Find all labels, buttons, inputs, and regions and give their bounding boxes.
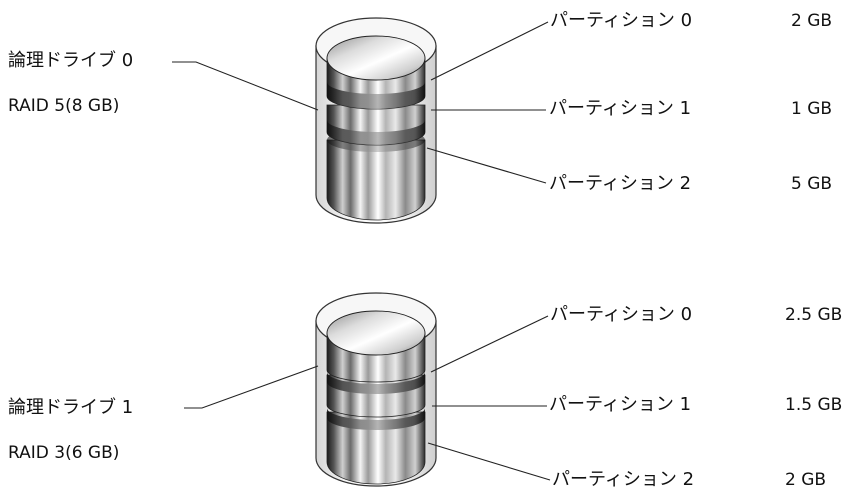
drive-1-partition-1-size: 1.5 GB [785, 395, 842, 415]
drive-1-name-leader [184, 365, 319, 409]
drive-1-partition-2-label: パーティション 2 [552, 469, 694, 490]
drive-0-partition-0-leader [430, 21, 549, 81]
drive-0-partition-2-leader [426, 147, 547, 184]
drive-1-partition-0-size: 2.5 GB [785, 305, 842, 325]
drive-1-partition-0-leader [430, 315, 549, 373]
drive-1-partition-2-leader [427, 442, 551, 481]
drive-0-name-leader [172, 61, 319, 111]
drive-0-partition-1-label: パーティション 1 [549, 98, 691, 119]
logical-drive-1: 論理ドライブ 1 RAID 3(6 GB) パーティション 0 2.5 GB パ… [8, 292, 842, 490]
drive-0-partition-2-size: 5 GB [791, 174, 832, 194]
drive-0-partition-0-platter [326, 35, 426, 110]
drive-0-partition-2-label: パーティション 2 [549, 173, 691, 194]
drive-0-partition-0-label: パーティション 0 [550, 10, 692, 31]
drive-1-partition-2-platter [326, 408, 426, 485]
drive-1-raid-label: RAID 3(6 GB) [8, 443, 119, 463]
drive-0-partition-1-platter [326, 104, 426, 146]
drive-0-name: 論理ドライブ 0 [8, 49, 133, 71]
drive-0-raid-label: RAID 5(8 GB) [8, 96, 119, 116]
drive-1-name: 論理ドライブ 1 [8, 396, 133, 418]
drive-1-partition-1-platter [326, 372, 426, 418]
drive-1-partition-0-label: パーティション 0 [550, 304, 692, 325]
drive-1-partition-0-platter [326, 310, 426, 383]
drive-1-partition-1-label: パーティション 1 [549, 394, 691, 415]
drive-0-partition-1-size: 1 GB [791, 99, 832, 119]
drive-1-partition-2-size: 2 GB [785, 470, 826, 490]
drive-0-partition-0-size: 2 GB [791, 11, 832, 31]
logical-drive-0: 論理ドライブ 0 RAID 5(8 GB) パーティション 0 2 GB パーテ… [8, 10, 832, 224]
